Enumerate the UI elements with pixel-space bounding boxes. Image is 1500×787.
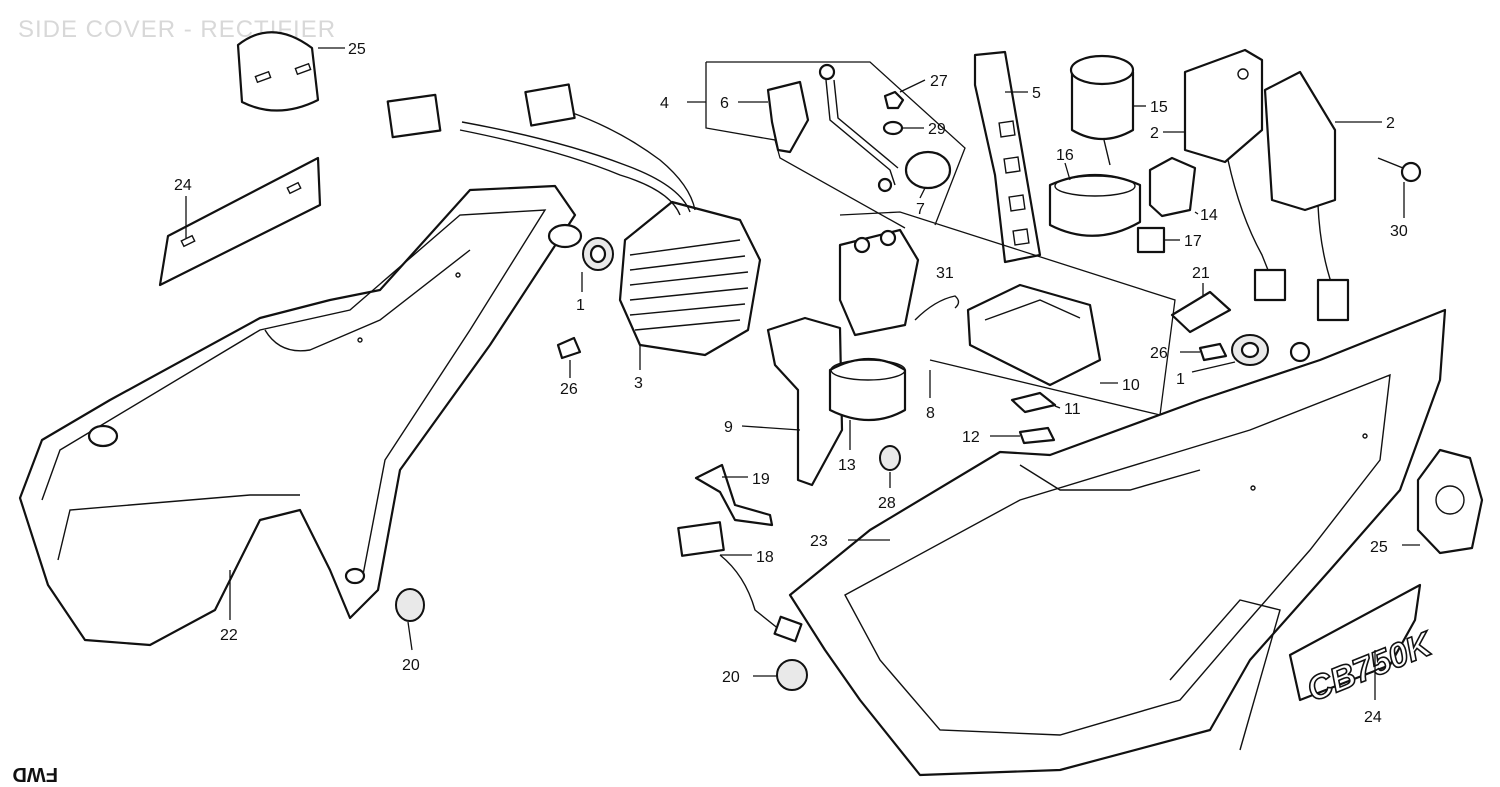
- part-17-clip: [1136, 226, 1166, 254]
- part-2-regulator-b: [1263, 70, 1350, 322]
- part-30-bolt: [1377, 157, 1422, 183]
- part-26-clip-left: [556, 336, 582, 360]
- callout-24-left: 24: [174, 177, 192, 194]
- part-12-fuse: [1018, 426, 1056, 445]
- part-28-nut: [879, 445, 901, 471]
- callout-2-a: 2: [1150, 125, 1159, 142]
- callout-11: 11: [1064, 401, 1081, 418]
- bracket-line-4: [705, 61, 966, 229]
- callout-14: 14: [1200, 207, 1218, 224]
- part-8-starter-relay: [838, 228, 920, 337]
- part-16-rubber-band: [1048, 173, 1142, 237]
- part-10-fuse-box: [966, 283, 1102, 387]
- callout-20-left: 20: [402, 657, 420, 674]
- callout-15: 15: [1150, 99, 1168, 116]
- part-24-plate-left: [158, 156, 322, 287]
- part-11-fuse-cover: [1010, 391, 1057, 414]
- callout-10: 10: [1122, 377, 1140, 394]
- callout-22: 22: [220, 627, 238, 644]
- callout-8: 8: [926, 405, 935, 422]
- part-5-relay-bracket: [973, 50, 1042, 264]
- callout-6: 6: [720, 95, 729, 112]
- leader-lines: [185, 47, 1420, 700]
- callout-30: 30: [1390, 223, 1408, 240]
- part-20-grommet-right: [776, 659, 808, 691]
- bracket-line-8: [839, 211, 1176, 416]
- part-21-fuse-holder: [1170, 290, 1232, 334]
- part-23-right-side-cover: [788, 308, 1447, 777]
- callout-28: 28: [878, 495, 896, 512]
- callout-5: 5: [1032, 85, 1041, 102]
- callout-25-top: 25: [348, 41, 366, 58]
- part-9-relay-bracket: [766, 316, 844, 487]
- part-7-cable-terminal: [818, 63, 952, 193]
- callout-1-right: 1: [1176, 371, 1185, 388]
- callout-26-left: 26: [560, 381, 578, 398]
- part-25-emblem-left: [236, 31, 320, 112]
- part-29-washer: [882, 120, 904, 136]
- part-13-rubber-mount: [828, 357, 907, 422]
- part-20-grommet-left: [395, 588, 425, 622]
- callout-2-b: 2: [1386, 115, 1395, 132]
- part-1-grommet-right: [1231, 334, 1269, 366]
- callout-31: 31: [936, 265, 954, 282]
- callout-12: 12: [962, 429, 980, 446]
- forward-direction-mark: FWD: [12, 763, 58, 785]
- callout-24-right: 24: [1364, 709, 1382, 726]
- part-22-left-side-cover: [18, 184, 583, 647]
- callout-29: 29: [928, 121, 946, 138]
- callout-23: 23: [810, 533, 828, 550]
- callout-20-right: 20: [722, 669, 740, 686]
- part-15-capacitor: [1069, 54, 1135, 166]
- callout-26-right: 26: [1150, 345, 1168, 362]
- callout-4: 4: [660, 95, 669, 112]
- callout-25-right: 25: [1370, 539, 1388, 556]
- part-31-spring-clip: [914, 295, 960, 321]
- callout-18: 18: [756, 549, 774, 566]
- part-27-nut: [883, 90, 905, 110]
- callout-27: 27: [930, 73, 948, 90]
- callout-3: 3: [634, 375, 643, 392]
- part-25-emblem-right: [1416, 448, 1484, 555]
- callout-7: 7: [916, 201, 925, 218]
- callout-19: 19: [752, 471, 770, 488]
- part-3-regulator-rectifier: [386, 83, 762, 357]
- part-6-connector-cap: [766, 80, 810, 154]
- callout-13: 13: [838, 457, 856, 474]
- callout-9: 9: [724, 419, 733, 436]
- callout-labels: 25 24 1 26 3 22 20 4 6 27 29 7 5 15 16 2…: [174, 41, 1408, 726]
- part-2-regulator-a: [1183, 48, 1287, 302]
- callout-17: 17: [1184, 233, 1202, 250]
- part-1-grommet-left: [582, 237, 614, 271]
- part-26-clip-right: [1198, 342, 1228, 362]
- callout-21: 21: [1192, 265, 1210, 282]
- part-18-wire-connector: [677, 521, 803, 643]
- part-19-bracket: [694, 463, 774, 527]
- part-14-relay: [1148, 156, 1197, 218]
- callout-16: 16: [1056, 147, 1074, 164]
- part-24-cb750k-emblem: CB750K: [1288, 583, 1440, 710]
- callout-1-left: 1: [576, 297, 585, 314]
